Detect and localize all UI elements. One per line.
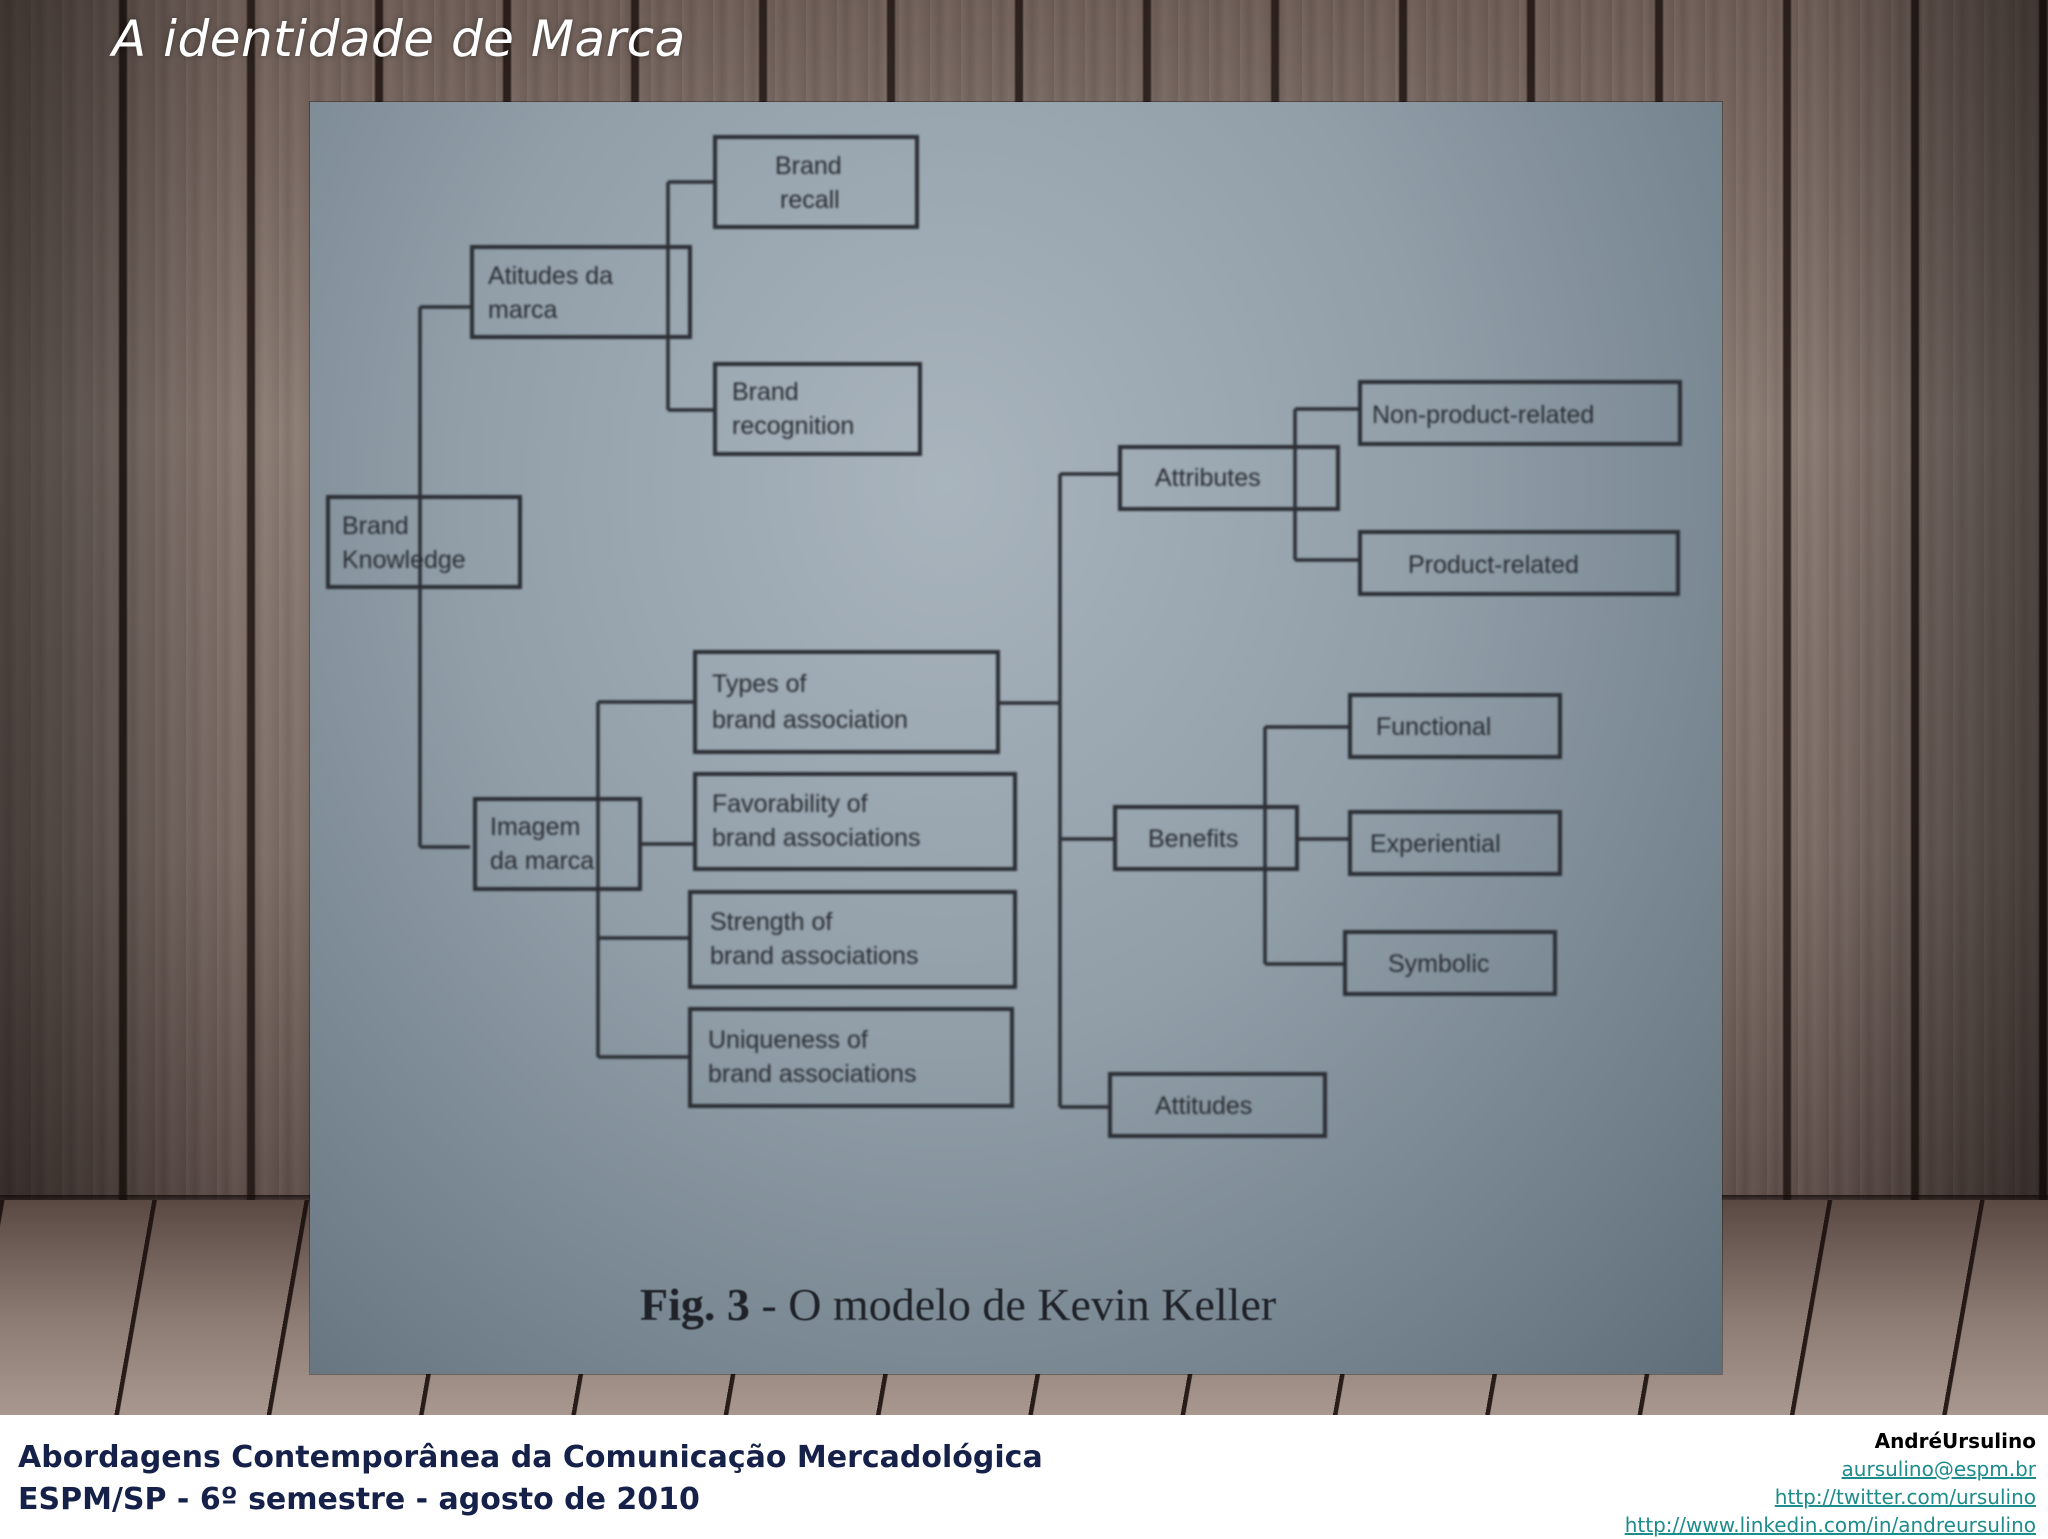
node-label: Favorability of	[712, 790, 868, 818]
node-product-related: Product-related	[1358, 530, 1680, 596]
node-uniqueness: Uniqueness of brand associations	[688, 1007, 1014, 1108]
node-types-of-brand-association: Types of brand association	[693, 650, 1000, 754]
node-experiential: Experiential	[1348, 810, 1562, 876]
node-label: Atitudes da	[488, 262, 613, 290]
node-favorability: Favorability of brand associations	[693, 772, 1017, 871]
diagram-connectors	[418, 180, 1360, 1109]
figure-caption-text: - O modelo de Kevin Keller	[749, 1279, 1277, 1330]
node-label: Imagem	[490, 813, 580, 841]
node-label: Knowledge	[342, 546, 466, 574]
figure-number: Fig. 3	[640, 1279, 750, 1330]
node-label: Brand	[732, 378, 799, 406]
linkedin-link[interactable]: http://www.linkedin.com/in/andreursulino	[1624, 1513, 2036, 1537]
figure-caption: Fig. 3 - O modelo de Kevin Keller	[640, 1278, 1640, 1331]
node-label: Brand	[775, 152, 842, 180]
node-label: Non-product-related	[1372, 401, 1594, 429]
node-label: Symbolic	[1388, 950, 1489, 978]
node-label: marca	[488, 296, 558, 324]
slide-title: A identidade de Marca	[112, 10, 686, 68]
node-benefits: Benefits	[1113, 805, 1299, 871]
node-attitudes: Attitudes	[1108, 1072, 1327, 1138]
node-label: Types of	[712, 670, 807, 698]
node-label: recall	[780, 186, 840, 214]
node-label: brand associations	[708, 1060, 916, 1088]
node-imagem-da-marca: Imagem da marca	[473, 797, 642, 891]
node-label: brand association	[712, 706, 908, 734]
node-brand-knowledge: Brand Knowledge	[326, 495, 522, 589]
node-symbolic: Symbolic	[1343, 930, 1557, 996]
slide-footer: Abordagens Contemporânea da Comunicação …	[0, 1415, 2048, 1539]
node-functional: Functional	[1348, 693, 1562, 759]
course-details: ESPM/SP - 6º semestre - agosto de 2010	[18, 1482, 700, 1517]
twitter-link[interactable]: http://twitter.com/ursulino	[1774, 1485, 2036, 1509]
node-label: Functional	[1376, 713, 1491, 741]
node-label: Experiential	[1370, 830, 1501, 858]
node-brand-recall: Brand recall	[713, 135, 919, 229]
node-label: Brand	[342, 512, 409, 540]
node-brand-recognition: Brand recognition	[713, 362, 922, 456]
node-label: recognition	[732, 412, 854, 440]
node-label: brand associations	[712, 824, 920, 852]
author-info: AndréUrsulino aursulino@espm.br http://t…	[1625, 1427, 2036, 1539]
node-strength: Strength of brand associations	[688, 890, 1017, 989]
node-label: brand associations	[710, 942, 918, 970]
author-name: AndréUrsulino	[1874, 1429, 2036, 1453]
node-label: Product-related	[1408, 551, 1579, 579]
keller-model-diagram: Brand Knowledge Atitudes da marca Brand …	[326, 135, 1682, 1138]
node-non-product-related: Non-product-related	[1358, 380, 1682, 446]
node-label: Strength of	[710, 908, 832, 936]
node-label: Attitudes	[1155, 1092, 1252, 1120]
node-label: Uniqueness of	[708, 1026, 868, 1054]
node-label: da marca	[490, 847, 594, 875]
node-label: Attributes	[1155, 464, 1261, 492]
diagram-photo: Brand Knowledge Atitudes da marca Brand …	[310, 102, 1722, 1374]
email-link[interactable]: aursulino@espm.br	[1841, 1457, 2036, 1481]
course-title: Abordagens Contemporânea da Comunicação …	[18, 1440, 1043, 1475]
node-atitudes-da-marca: Atitudes da marca	[470, 245, 692, 339]
course-info: Abordagens Contemporânea da Comunicação …	[18, 1437, 1043, 1521]
node-attributes: Attributes	[1118, 445, 1340, 511]
node-label: Benefits	[1148, 825, 1238, 853]
